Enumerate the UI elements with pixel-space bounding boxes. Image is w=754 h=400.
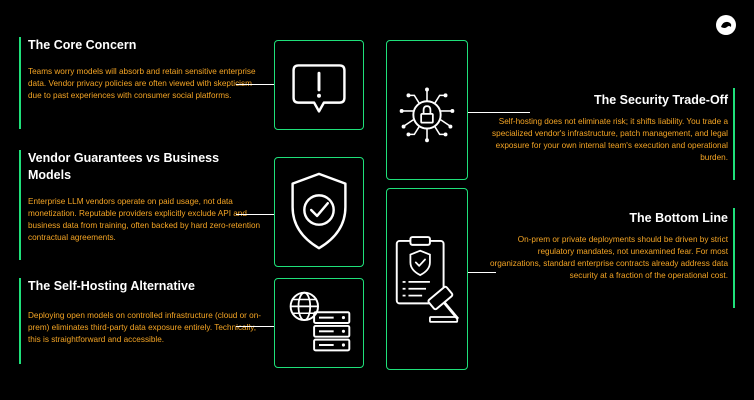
shield-check-icon xyxy=(291,172,347,250)
globe-server-icon xyxy=(289,291,351,352)
bottom-line-title: The Bottom Line xyxy=(629,211,728,225)
accent-bar-bottom-line xyxy=(733,208,735,308)
accent-bar-core-concern xyxy=(19,37,21,129)
clipboard-shield-gavel-icon xyxy=(395,236,460,323)
accent-bar-security-tradeoff xyxy=(733,88,735,180)
connector-security-tradeoff xyxy=(468,112,530,113)
bottom-line-text: On-prem or private deployments should be… xyxy=(489,235,728,280)
vendor-guarantees-title: Vendor Guarantees vs Business Models xyxy=(28,151,220,182)
warning-speech-bubble-icon xyxy=(292,64,346,113)
self-hosting-title: The Self-Hosting Alternative xyxy=(28,279,195,293)
security-tradeoff-text: Self-hosting does not eliminate risk; it… xyxy=(492,117,728,162)
connector-core-concern xyxy=(236,84,274,85)
tradeoff-icon-box xyxy=(386,40,468,180)
concern-icon-box xyxy=(274,40,364,130)
core-concern-title: The Core Concern xyxy=(28,38,137,52)
self-hosting-text: Deploying open models on controlled infr… xyxy=(28,311,262,344)
connector-bottom-line xyxy=(468,272,496,273)
bottomline-icon-box xyxy=(386,188,468,370)
connector-vendor-guarantees xyxy=(236,214,274,215)
chip-lock-icon xyxy=(399,87,455,143)
brand-logo-icon xyxy=(716,15,736,35)
vendor-guarantees-text: Enterprise LLM vendors operate on paid u… xyxy=(28,197,261,242)
core-concern-text: Teams worry models will absorb and retai… xyxy=(28,67,256,100)
accent-bar-self-hosting xyxy=(19,278,21,364)
security-tradeoff-title: The Security Trade-Off xyxy=(593,93,728,107)
guarantee-icon-box xyxy=(274,157,364,267)
accent-bar-vendor-guarantees xyxy=(19,150,21,260)
connector-self-hosting xyxy=(236,326,274,327)
selfhost-icon-box xyxy=(274,278,364,368)
